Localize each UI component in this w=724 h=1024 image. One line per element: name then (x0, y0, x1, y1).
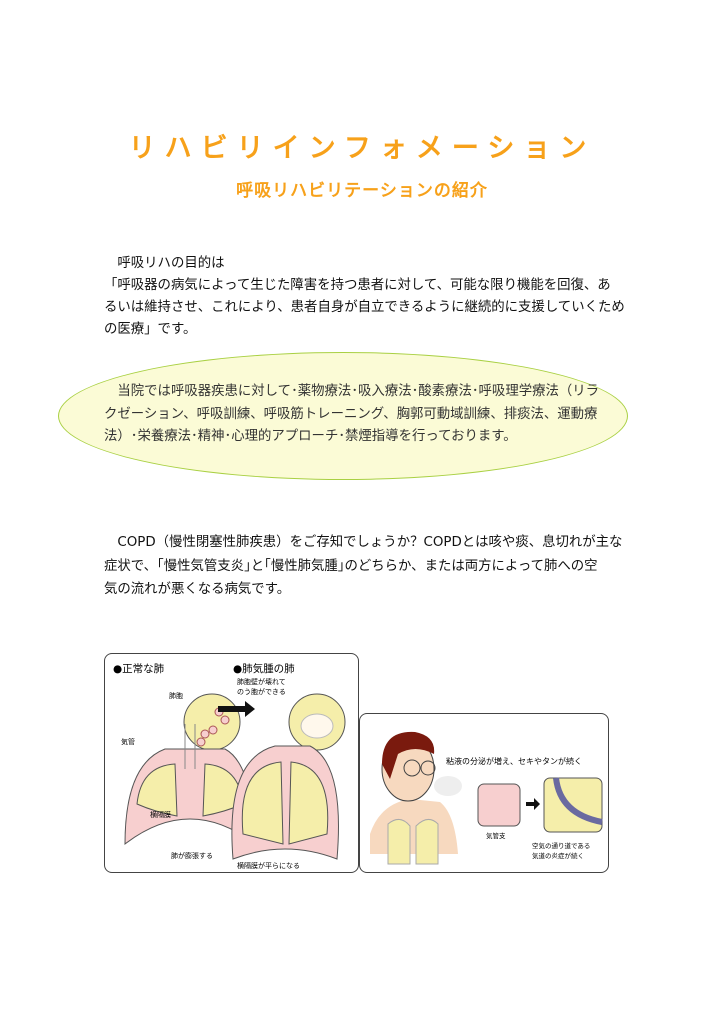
mucus-caption: 粘液の分泌が増え、セキやタンが続く (446, 756, 582, 766)
bronchitis-illustration: 粘液の分泌が増え、セキやタンが続く 気管支 空気の通り道である 気道の炎症が続く (359, 713, 609, 873)
inflammation-note: 空気の通り道である (532, 841, 590, 850)
copd-paragraph: COPD（慢性閉塞性肺疾患）をご存知でしょうか？COPDとは咳や痰、息切れが主な… (104, 531, 629, 602)
purpose-paragraph: 呼吸リハの目的は 「呼吸器の病気によって生じた障害を持つ患者に対して、可能な限り… (104, 253, 629, 341)
page-title: リハビリインフォメーション (128, 133, 596, 164)
text-line: 呼吸リハの目的は (104, 256, 225, 271)
inflammation-note: 気道の炎症が続く (532, 851, 584, 860)
text-line: 気の流れが悪くなる病気です。 (104, 582, 291, 597)
treatments-ellipse (58, 352, 628, 480)
lung-expands-label: 肺が膨張する (171, 851, 213, 860)
emphysema-note: 肺胞壁が壊れて (237, 677, 286, 686)
treatments-paragraph: 当院では呼吸器疾患に対して･薬物療法･吸入療法･酸素療法･呼吸理学療法（リラ ク… (104, 381, 629, 449)
text-line: 当院では呼吸器疾患に対して･薬物療法･吸入療法･酸素療法･呼吸理学療法（リラ (104, 384, 600, 399)
hair (382, 731, 435, 779)
page-subtitle: 呼吸リハビリテーションの紹介 (236, 181, 488, 201)
text-line: 症状で、｢慢性気管支炎｣と｢慢性肺気腫｣のどちらか、または両方によって肺への空 (104, 558, 598, 574)
text-line: の医療」です。 (104, 322, 197, 337)
text-line: COPD（慢性閉塞性肺疾患）をご存知でしょうか？COPDとは咳や痰、息切れが主な (104, 535, 623, 550)
text-line: 法）･栄養療法･精神･心理的アプローチ･禁煙指導を行っております。 (104, 429, 517, 444)
inflamed-bronchus-zoom (543, 777, 603, 833)
bronchus-zoom (477, 783, 521, 827)
lung-comparison-illustration: ●正常な肺 ●肺気腫の肺 肺胞壁が壊れて のう胞ができる 肺胞 気管 横隔膜 肺… (104, 653, 359, 873)
alveoli-label: 肺胞 (169, 691, 183, 700)
trachea-label: 気管 (121, 737, 135, 746)
arrow-icon (218, 701, 255, 717)
normal-lung-heading: ●正常な肺 (113, 662, 165, 675)
alveoli-zoom-circle (183, 693, 241, 751)
text-line: クゼーション、呼吸訓練、呼吸筋トレーニング、胸郭可動域訓練、排痰法、運動療 (104, 406, 598, 422)
emphysema-lung-heading: ●肺気腫の肺 (233, 662, 295, 675)
person-body (370, 799, 458, 854)
text-line: るいは維持させ、これにより、患者自身が自立できるように継続的に支援していくため (104, 300, 625, 315)
emphysema-note: のう胞ができる (237, 687, 286, 696)
diaphragm-label: 横隔膜 (150, 810, 171, 819)
bronchus-label: 気管支 (486, 831, 506, 840)
diaphragm-flat-label: 横隔膜が平らになる (237, 861, 300, 870)
text-line: 「呼吸器の病気によって生じた障害を持つ患者に対して、可能な限り機能を回復、あ (104, 278, 611, 293)
cough-cloud (434, 776, 462, 796)
arrow-icon (526, 798, 540, 810)
